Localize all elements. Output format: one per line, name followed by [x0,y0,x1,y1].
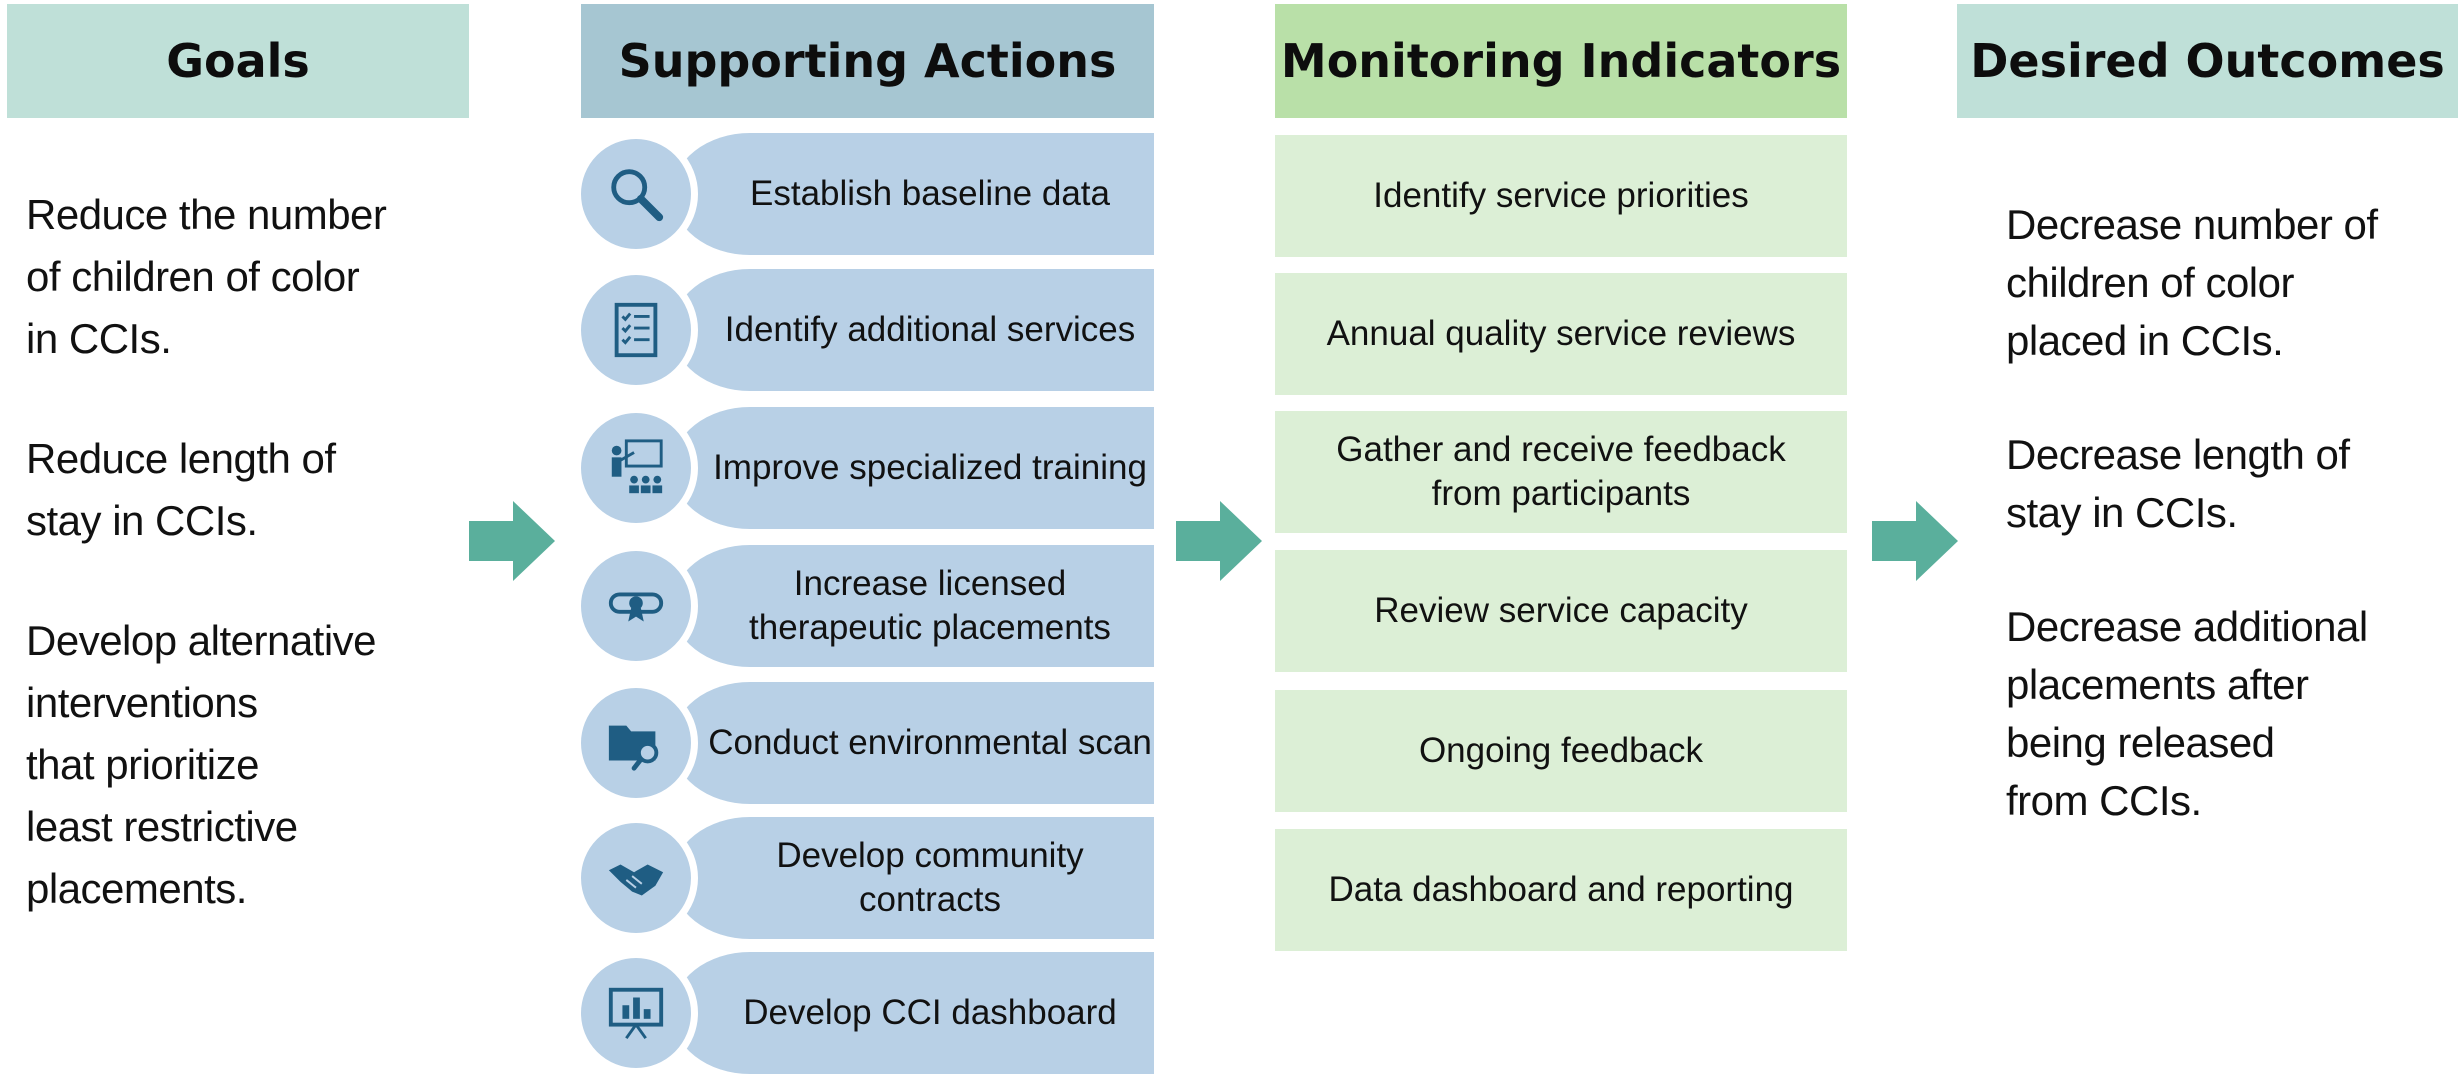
dashboard-chart-icon [574,951,698,1075]
action-item: Develop CCI dashboard [574,951,1154,1075]
outcome-item: Decrease additional placements after bei… [2006,603,2368,824]
action-label: Develop CCI dashboard [672,952,1154,1074]
checklist-icon [574,268,698,392]
action-label: Identify additional services [672,269,1154,391]
goals-header: Goals [7,4,469,118]
action-label: Increase licensed therapeutic placements [672,545,1154,667]
folder-search-icon [574,681,698,805]
action-label: Establish baseline data [672,133,1154,255]
goals-list: Reduce the number of children of color i… [26,184,466,920]
indicator-item: Annual quality service reviews [1275,273,1847,395]
action-item: Conduct environmental scan [574,681,1154,805]
outcomes-list: Decrease number of children of color pla… [2006,196,2446,830]
action-label: Conduct environmental scan [672,682,1154,804]
outcome-item: Decrease length of stay in CCIs. [2006,431,2350,536]
arrow-right-icon [1872,501,1958,581]
certificate-icon [574,544,698,668]
action-item: Improve specialized training [574,406,1154,530]
indicator-item: Identify service priorities [1275,135,1847,257]
presentation-training-icon [574,406,698,530]
arrow-right-icon [1176,501,1262,581]
goal-item: Reduce length of stay in CCIs. [26,435,336,544]
indicator-item: Data dashboard and reporting [1275,829,1847,951]
handshake-icon [574,816,698,940]
magnifier-icon [574,132,698,256]
action-item: Identify additional services [574,268,1154,392]
action-item: Increase licensed therapeutic placements [574,544,1154,668]
desired-outcomes-header: Desired Outcomes [1957,4,2458,118]
supporting-actions-header: Supporting Actions [581,4,1154,118]
indicator-item: Gather and receive feedback from partici… [1275,411,1847,533]
goal-item: Reduce the number of children of color i… [26,191,387,362]
outcome-item: Decrease number of children of color pla… [2006,201,2378,364]
monitoring-indicators-header: Monitoring Indicators [1275,4,1847,118]
action-item: Develop community contracts [574,816,1154,940]
action-item: Establish baseline data [574,132,1154,256]
action-label: Develop community contracts [672,817,1154,939]
action-label: Improve specialized training [672,407,1154,529]
goal-item: Develop alternative interventions that p… [26,617,377,912]
indicator-item: Review service capacity [1275,550,1847,672]
indicator-item: Ongoing feedback [1275,690,1847,812]
arrow-right-icon [469,501,555,581]
